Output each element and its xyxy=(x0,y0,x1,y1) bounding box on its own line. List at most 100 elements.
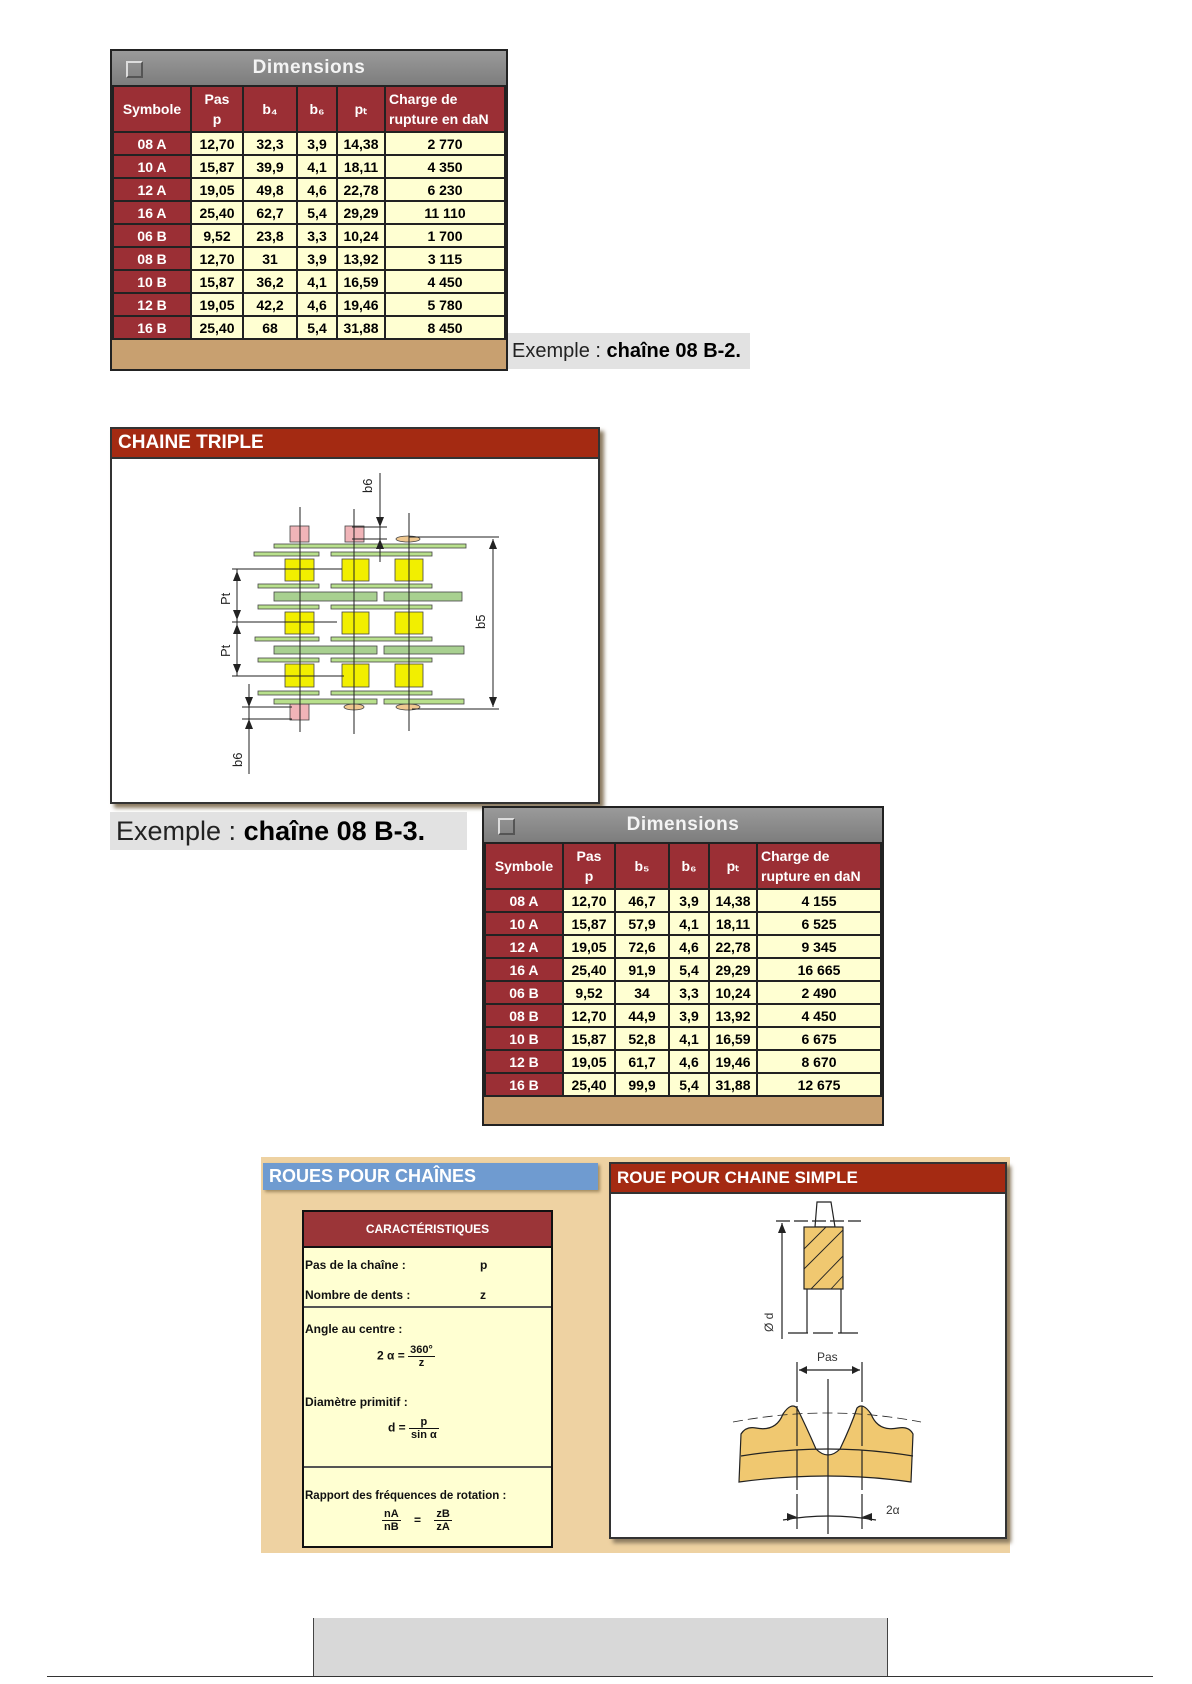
cell-b-b: 5,4 xyxy=(668,957,710,982)
triple-chain-diagram: b6 b5 Pt Pt b6 xyxy=(218,473,499,774)
cell-pt: 10,24 xyxy=(336,223,386,248)
cell-b-b: 5,4 xyxy=(296,315,338,340)
cell-b-a: 68 xyxy=(242,315,298,340)
label-pas: Pas xyxy=(817,1350,838,1364)
cell-charge: 2 490 xyxy=(756,980,882,1005)
dimensions-title-bar: Dimensions xyxy=(484,808,882,842)
col-charge-l2: rupture en daN xyxy=(389,111,489,127)
cell-b-b: 4,1 xyxy=(668,1026,710,1051)
cell-pas: 25,40 xyxy=(562,1072,616,1097)
col-b-a: b₅ xyxy=(614,842,670,890)
cell-symbole: 06 B xyxy=(112,223,192,248)
rapport-label: Rapport des fréquences de rotation : xyxy=(305,1490,507,1502)
cell-charge: 3 115 xyxy=(384,246,506,271)
col-pas-label: Pas xyxy=(576,848,602,864)
cell-pt: 14,38 xyxy=(708,888,758,913)
cell-charge: 9 345 xyxy=(756,934,882,959)
col-b-a: b₄ xyxy=(242,85,298,133)
cell-pas: 12,70 xyxy=(562,1003,616,1028)
cell-symbole: 16 A xyxy=(484,957,564,982)
cell-charge: 11 110 xyxy=(384,200,506,225)
rapport-d2: zA xyxy=(436,1521,450,1533)
caracteristiques-header: CARACTÉRISTIQUES xyxy=(304,1212,551,1248)
cell-pt: 19,46 xyxy=(336,292,386,317)
col-pas-sub: p xyxy=(212,111,222,127)
window-checkbox-icon[interactable] xyxy=(498,818,515,835)
cell-symbole: 12 A xyxy=(112,177,192,202)
label-diameter: Ø d xyxy=(762,1313,776,1332)
cell-pas: 19,05 xyxy=(562,1049,616,1074)
window-checkbox-icon[interactable] xyxy=(126,61,143,78)
col-symbole: Symbole xyxy=(484,842,564,890)
cell-pt: 13,92 xyxy=(708,1003,758,1028)
section-angle-diametre: Angle au centre : 2 α = 360°z Diamètre p… xyxy=(304,1308,551,1468)
cell-pt: 16,59 xyxy=(336,269,386,294)
cell-pas: 25,40 xyxy=(190,315,244,340)
cell-b-a: 46,7 xyxy=(614,888,670,913)
cell-pas: 19,05 xyxy=(562,934,616,959)
cell-pt: 16,59 xyxy=(708,1026,758,1051)
col-symbole: Symbole xyxy=(112,85,192,133)
cell-b-b: 3,9 xyxy=(668,1003,710,1028)
cell-charge: 6 230 xyxy=(384,177,506,202)
sprocket-diagram: Ø d Pas 2α xyxy=(732,1201,922,1534)
cell-pas: 9,52 xyxy=(190,223,244,248)
cell-pt: 31,88 xyxy=(336,315,386,340)
cell-symbole: 06 B xyxy=(484,980,564,1005)
cell-charge: 6 675 xyxy=(756,1026,882,1051)
cell-b-b: 4,1 xyxy=(296,154,338,179)
pas-label: Pas de la chaîne : xyxy=(305,1258,406,1272)
cell-pt: 18,11 xyxy=(336,154,386,179)
col-pas-label: Pas xyxy=(204,91,230,107)
dents-symbol: z xyxy=(480,1288,486,1302)
col-b-b: b₆ xyxy=(668,842,710,890)
cell-b-a: 57,9 xyxy=(614,911,670,936)
roue-simple-panel: ROUE POUR CHAINE SIMPLE xyxy=(609,1162,1007,1539)
angle-num: 360° xyxy=(408,1344,435,1357)
cell-pas: 12,70 xyxy=(562,888,616,913)
cell-b-b: 5,4 xyxy=(296,200,338,225)
cell-charge: 8 450 xyxy=(384,315,506,340)
angle-lhs: 2 α = xyxy=(377,1348,405,1363)
cell-charge: 4 450 xyxy=(384,269,506,294)
section-pas-dents: Pas de la chaîne : p Nombre de dents : z xyxy=(304,1248,551,1308)
pas-symbol: p xyxy=(480,1258,488,1272)
cell-pt: 13,92 xyxy=(336,246,386,271)
cell-pt: 22,78 xyxy=(708,934,758,959)
cell-symbole: 08 A xyxy=(112,131,192,156)
col-pt: pₜ xyxy=(708,842,758,890)
cell-b-b: 3,9 xyxy=(668,888,710,913)
dents-label: Nombre de dents : xyxy=(305,1288,411,1302)
diam-num: p xyxy=(409,1416,439,1429)
cell-symbole: 10 B xyxy=(112,269,192,294)
cell-pt: 29,29 xyxy=(336,200,386,225)
cell-b-b: 3,9 xyxy=(296,246,338,271)
cell-charge: 12 675 xyxy=(756,1072,882,1097)
cell-b-a: 32,3 xyxy=(242,131,298,156)
col-charge-l2: rupture en daN xyxy=(761,868,861,884)
cell-pt: 10,24 xyxy=(708,980,758,1005)
cell-symbole: 08 B xyxy=(112,246,192,271)
cell-pas: 25,40 xyxy=(562,957,616,982)
roues-section: ROUES POUR CHAÎNES CARACTÉRISTIQUES Pas … xyxy=(261,1157,1010,1553)
cell-b-a: 61,7 xyxy=(614,1049,670,1074)
cell-b-b: 3,9 xyxy=(296,131,338,156)
rapport-d1: nB xyxy=(384,1521,399,1533)
col-charge-l1: Charge de xyxy=(389,91,458,107)
